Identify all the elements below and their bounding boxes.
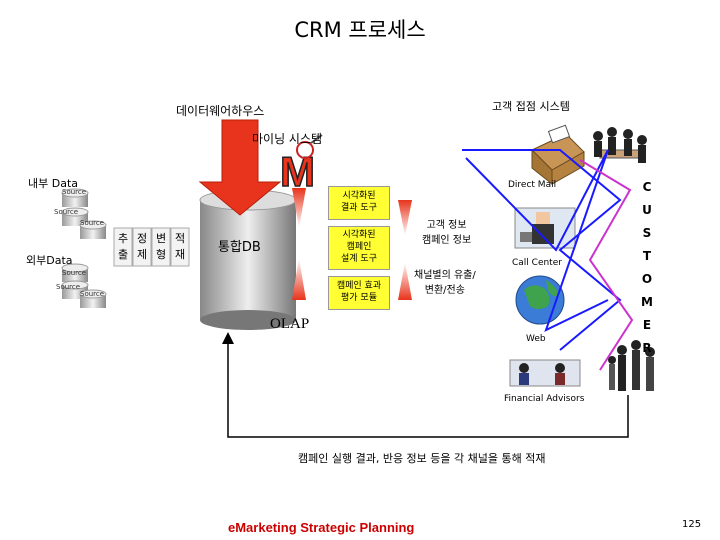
campaign-design-tool-line2: 캠페인	[346, 242, 372, 252]
customer-letter-r: R	[642, 341, 652, 355]
customer-letter-c: C	[642, 180, 652, 194]
customer-letter-u: U	[642, 203, 652, 217]
red-triangle-1	[292, 188, 306, 228]
svg-text:M: M	[280, 148, 315, 195]
feedback-loop-arrow	[222, 332, 629, 438]
channel-lines-blue-2	[465, 149, 609, 332]
channel-info-line1: 채널별의 유출/	[414, 270, 476, 281]
channel-lines-purple	[579, 159, 634, 371]
customer-letter-s: S	[642, 226, 652, 240]
campaign-evaluation-line2: 평가 모듈	[341, 293, 377, 303]
red-triangle-2	[292, 258, 306, 300]
direct-mail-label: Direct Mail	[508, 180, 557, 190]
mining-system-label: 마이닝 시스템	[252, 132, 323, 146]
meeting-people-icon	[593, 127, 647, 163]
web-label: Web	[526, 334, 546, 344]
internal-data-label: 내부 Data	[28, 177, 79, 190]
integrated-db-cylinder	[199, 189, 297, 330]
channel-info-line2: 변환/전송	[424, 285, 465, 296]
etl-char-5: 변	[155, 232, 167, 245]
financial-advisors-label: Financial Advisors	[504, 394, 585, 404]
etl-char-2: 출	[117, 248, 129, 261]
channel-lines-blue	[462, 149, 622, 351]
feedback-note: 캠페인 실행 결과, 반응 정보 등을 각 채널을 통해 적재	[298, 452, 546, 465]
customer-info-line1: 고객 정보	[426, 220, 467, 231]
etl-boxes	[113, 227, 190, 267]
olap-label: OLAP	[270, 316, 310, 332]
customer-letter-e: E	[642, 318, 652, 332]
customer-contact-system-label: 고객 접점 시스템	[492, 100, 570, 113]
campaign-design-tool-line3: 설계 도구	[341, 254, 377, 264]
visual-result-tool-line2: 결과 도구	[341, 203, 377, 213]
page-number: 125	[682, 519, 702, 530]
customer-info-label: 고객 정보 캠페인 정보	[422, 216, 471, 246]
etl-char-8: 재	[174, 248, 186, 261]
red-triangle-4	[398, 262, 412, 300]
campaign-design-tool-box: 시각화된 캠페인 설계 도구	[328, 226, 390, 270]
warehouse-arrow	[198, 119, 282, 216]
source-label-6: Source	[80, 290, 105, 298]
customer-letter-t: T	[642, 249, 652, 263]
campaign-design-tool-line1: 시각화된	[342, 230, 376, 240]
call-center-icon	[514, 207, 576, 249]
mailbox-icon	[531, 124, 585, 186]
source-label-2: Source	[54, 208, 79, 216]
visual-result-tool-box: 시각화된 결과 도구	[328, 186, 390, 220]
integrated-db-label: 통합DB	[218, 240, 261, 255]
channel-info-label: 채널별의 유출/ 변환/전송	[414, 266, 476, 296]
visual-result-tool-line1: 시각화된	[342, 191, 376, 201]
source-label-1: Source	[62, 188, 87, 196]
etl-char-3: 정	[136, 232, 148, 245]
mining-logo: M	[279, 134, 323, 196]
source-label-5: Source	[56, 283, 81, 291]
etl-char-6: 형	[155, 248, 167, 261]
customer-letter-m: M	[641, 295, 653, 309]
footer-title: eMarketing Strategic Planning	[228, 520, 415, 535]
etl-char-4: 제	[136, 248, 148, 261]
page-title: CRM 프로세스	[294, 18, 426, 42]
data-warehouse-label: 데이터웨어하우스	[176, 104, 265, 118]
customer-figures-icon	[608, 340, 655, 391]
source-label-3: Source	[80, 219, 105, 227]
financial-advisors-icon	[509, 359, 581, 387]
red-triangle-3	[398, 200, 412, 236]
customer-info-line2: 캠페인 정보	[422, 235, 472, 246]
source-cylinders	[61, 188, 107, 308]
external-data-label: 외부Data	[26, 254, 73, 267]
campaign-evaluation-box: 캠페인 효과 평가 모듈	[328, 276, 390, 310]
call-center-label: Call Center	[512, 258, 562, 268]
etl-char-1: 추	[117, 232, 129, 245]
etl-char-7: 적	[174, 232, 186, 245]
campaign-evaluation-line1: 캠페인 효과	[336, 281, 382, 291]
customer-letter-o: O	[641, 272, 653, 286]
source-label-4: Source	[62, 269, 87, 277]
